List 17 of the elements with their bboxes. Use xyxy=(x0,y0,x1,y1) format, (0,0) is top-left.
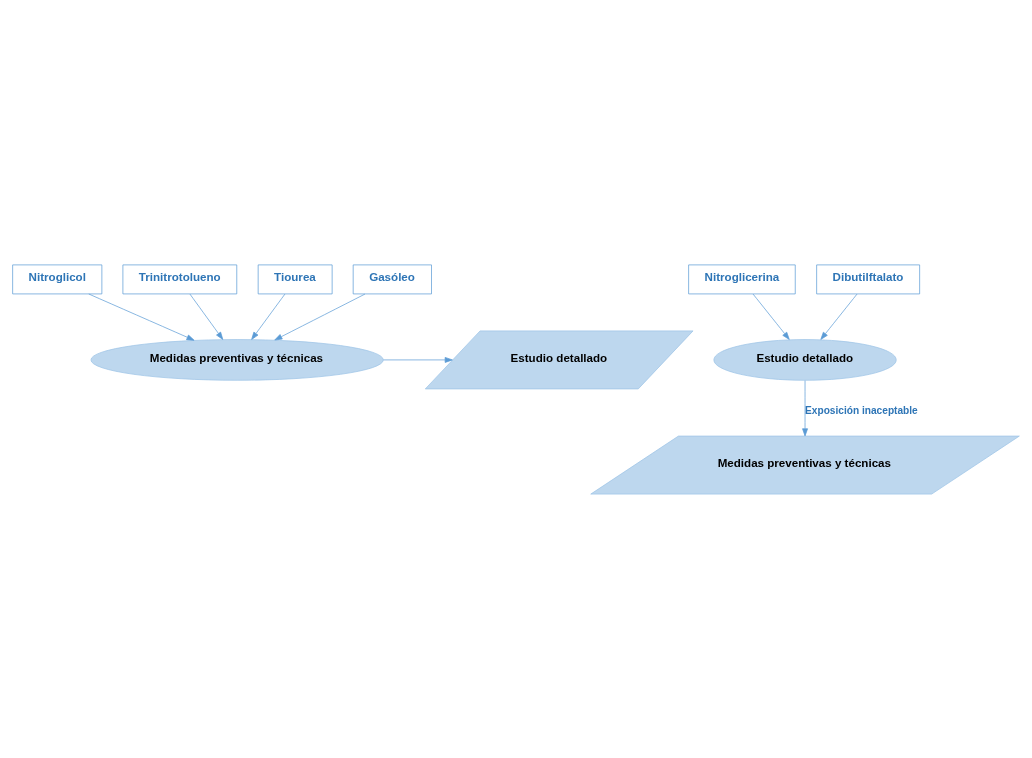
node-box: Tiourea xyxy=(257,264,333,294)
node-box: Nitroglicol xyxy=(12,264,103,294)
node-box: Dibutilftalato xyxy=(816,264,920,294)
arrow xyxy=(802,379,808,436)
arrow xyxy=(820,293,858,340)
arrow xyxy=(251,293,286,340)
node-ellipse: Medidas preventivas y técnicas xyxy=(90,338,384,381)
arrow xyxy=(383,356,453,363)
arrow xyxy=(752,293,790,340)
arrow xyxy=(274,293,366,340)
node-box: Gasóleo xyxy=(352,264,432,294)
arrow xyxy=(189,293,224,340)
node-ellipse: Estudio detallado xyxy=(713,338,897,381)
arrow xyxy=(88,293,195,341)
node-box: Trinitrotolueno xyxy=(122,264,238,294)
edge-label: Exposición inaceptable xyxy=(805,404,918,416)
node-box: Nitroglicerina xyxy=(688,264,796,294)
